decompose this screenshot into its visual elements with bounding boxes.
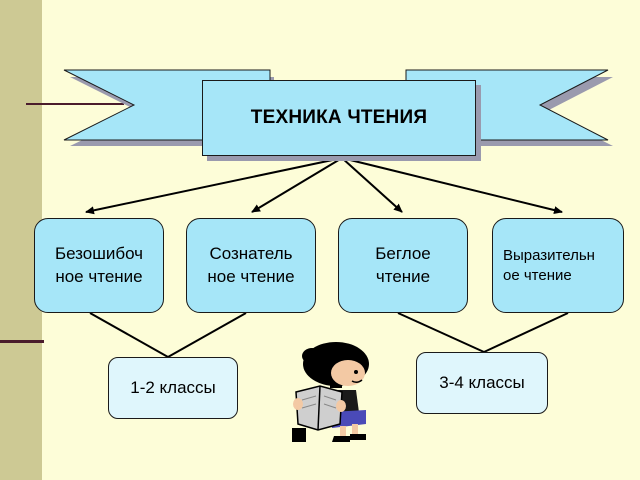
grade-connectors (89, 312, 569, 358)
quality-box-fluent: Беглое чтение (338, 218, 468, 313)
top-rule (26, 103, 124, 105)
grade-label-1-2: 1-2 классы (130, 378, 216, 397)
arrow-to-quality-1 (85, 157, 343, 215)
quality-label-conscious: Сознатель ное чтение (207, 244, 295, 286)
title-arrows (85, 157, 563, 215)
side-rule (0, 340, 44, 343)
arrow-to-quality-4 (341, 157, 563, 214)
connector-q4-grade2 (483, 312, 569, 353)
quality-label-accurate: Безошибоч ное чтение (54, 244, 144, 286)
quality-label-fluent: Беглое чтение (375, 244, 431, 286)
quality-label-expressive: Выразительн ое чтение (503, 247, 595, 284)
connector-q2-grade1 (167, 312, 247, 358)
quality-box-expressive: Выразительн ое чтение (492, 218, 624, 313)
arrow-to-quality-2 (251, 157, 343, 213)
connector-q3-grade2 (397, 312, 485, 353)
quality-box-conscious: Сознатель ное чтение (186, 218, 316, 313)
connector-q1-grade1 (89, 312, 169, 358)
grade-box-3-4: 3-4 классы (416, 352, 548, 414)
girl-reading-book-icon (292, 342, 369, 442)
grade-label-3-4: 3-4 классы (439, 373, 525, 392)
quality-box-accurate: Безошибоч ное чтение (34, 218, 164, 313)
arrow-to-quality-3 (341, 157, 403, 213)
diagram-title: ТЕХНИКА ЧТЕНИЯ (202, 80, 476, 156)
grade-box-1-2: 1-2 классы (108, 357, 238, 419)
